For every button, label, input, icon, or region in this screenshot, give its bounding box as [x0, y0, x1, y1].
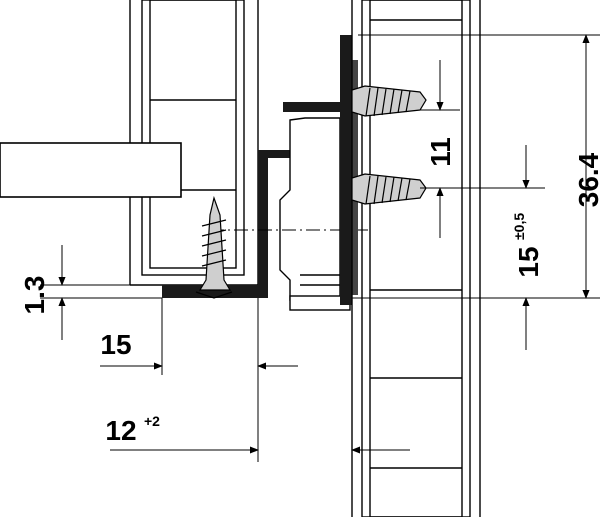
upper-screw — [351, 85, 427, 117]
runner-body — [279, 117, 351, 311]
drawer-bottom-board — [0, 142, 182, 198]
dim-12: 12 — [105, 415, 136, 446]
dim-1-3: 1.3 — [19, 276, 50, 315]
mounting-bracket — [340, 35, 358, 305]
dim-11: 11 — [425, 137, 456, 167]
dim-36-4: 36.4 — [573, 152, 600, 207]
dim-15-tolerance: ±0,5 — [511, 213, 527, 240]
dim-15-vertical: 15 — [513, 246, 544, 277]
lower-screw — [351, 173, 427, 205]
dim-12-tolerance: +2 — [144, 413, 160, 429]
right-cabinet-panel — [351, 0, 481, 517]
top-bar — [283, 102, 340, 112]
dimension-lines — [40, 34, 600, 462]
dim-15-bottom: 15 — [100, 329, 131, 360]
vertical-screw — [195, 195, 233, 299]
